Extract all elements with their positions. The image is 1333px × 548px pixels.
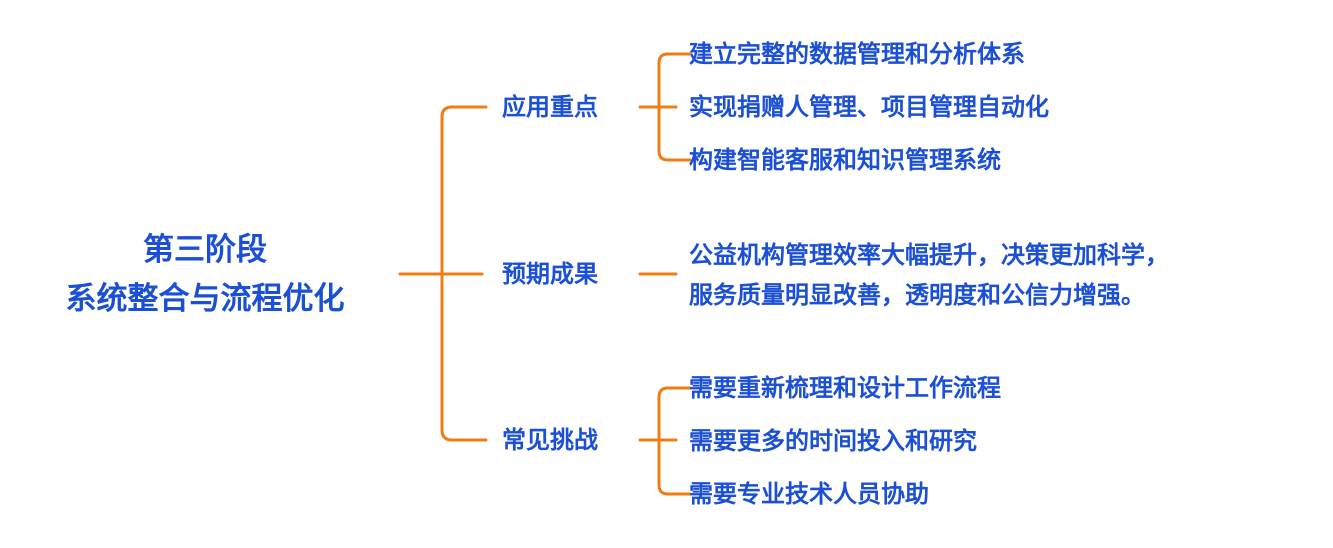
leaf-item: 构建智能客服和知识管理系统 [689, 146, 1001, 174]
branch1-bracket [657, 52, 692, 162]
root-node: 第三阶段 系统整合与流程优化 [40, 226, 370, 324]
main-bracket [440, 105, 488, 442]
leaf-item: 服务质量明显改善，透明度和公信力增强。 [689, 281, 1145, 309]
leaf-item: 实现捐赠人管理、项目管理自动化 [689, 93, 1049, 121]
leaf-item: 需要专业技术人员协助 [689, 480, 929, 508]
root-title-line1: 第三阶段 [143, 232, 267, 268]
root-title-line2: 系统整合与流程优化 [65, 281, 345, 317]
leaf-item: 建立完整的数据管理和分析体系 [689, 40, 1025, 68]
leaf-item: 公益机构管理效率大幅提升，决策更加科学， [689, 241, 1169, 269]
branch-label-common-challenges: 常见挑战 [502, 426, 598, 454]
branch-label-expected-results: 预期成果 [502, 260, 598, 288]
leaf-item: 需要更多的时间投入和研究 [689, 427, 977, 455]
leaf-item: 需要重新梳理和设计工作流程 [689, 374, 1001, 402]
branch3-bracket [657, 386, 692, 496]
branch-label-application-focus: 应用重点 [502, 93, 598, 121]
